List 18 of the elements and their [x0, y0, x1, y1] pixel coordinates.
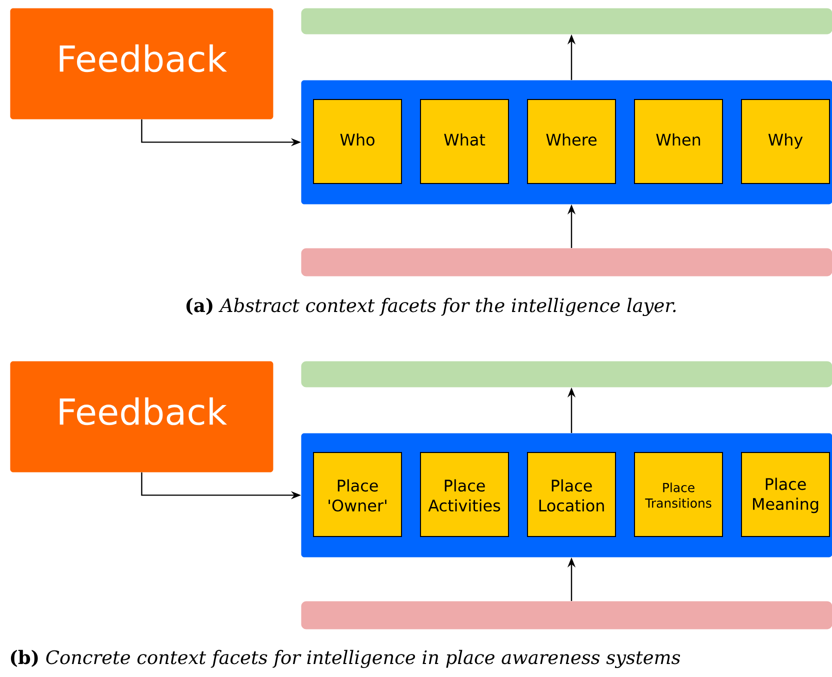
input-bar: [301, 601, 832, 630]
feedback-box: Feedback: [10, 8, 274, 120]
caption: (a) Abstract context facets for the intelligence layer.: [186, 298, 676, 316]
feedback-box: Feedback: [10, 361, 274, 472]
facet-box: Who: [313, 99, 402, 184]
output-bar: [301, 361, 832, 388]
output-bar: [301, 8, 832, 34]
facet-box: What: [420, 99, 509, 184]
facet-box: Place Transitions: [634, 452, 723, 537]
facet-box: Place Meaning: [741, 452, 830, 537]
facet-box: When: [634, 99, 723, 184]
input-bar: [301, 248, 832, 276]
facet-box: Place 'Owner': [313, 452, 402, 537]
facet-box: Why: [741, 99, 830, 184]
facet-box: Place Activities: [420, 452, 509, 537]
facet-box: Place Location: [527, 452, 616, 537]
facet-box: Where: [527, 99, 616, 184]
caption: (b) Concrete context facets for intelligence in place awareness systems: [10, 650, 680, 668]
